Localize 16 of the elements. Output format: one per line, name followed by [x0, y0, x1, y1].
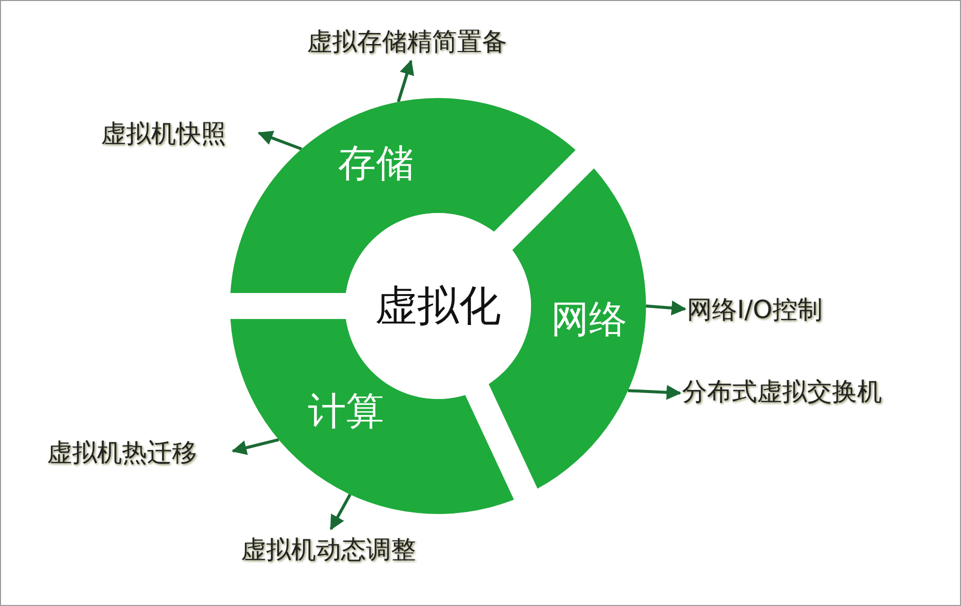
feature-label: 虚拟存储精简置备: [307, 23, 507, 61]
arrow: [628, 384, 682, 400]
feature-label: 虚拟机快照: [101, 115, 226, 153]
segment-label: 计算: [308, 392, 384, 430]
feature-label: 虚拟机动态调整: [241, 531, 416, 569]
feature-label: 虚拟机热迁移: [47, 434, 197, 472]
segment-label: 网络: [551, 300, 627, 338]
feature-label: 分布式虚拟交换机: [682, 373, 882, 411]
arrow: [646, 300, 686, 316]
arrow: [232, 438, 280, 456]
segment-label: 存储: [338, 144, 414, 182]
arrow: [258, 130, 302, 150]
arrow: [330, 494, 352, 530]
feature-label: 网络I/O控制: [687, 291, 822, 329]
arrow: [396, 60, 414, 102]
center-label: 虚拟化: [375, 285, 501, 327]
